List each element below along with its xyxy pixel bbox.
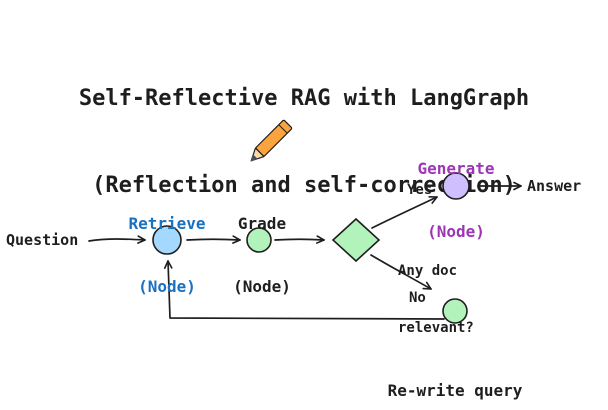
grade-label-line-2: (Node): [233, 277, 291, 296]
question-label: Question: [6, 231, 79, 249]
rewrite-label-line-1: Re-write query: [387, 381, 523, 400]
pencil-end-line: [278, 124, 288, 134]
pencil-body: [255, 119, 293, 157]
decision-label-line-2: relevant?: [398, 320, 474, 336]
answer-label: Answer: [527, 177, 582, 195]
retrieve-node-label: Retrieve (Node): [87, 171, 247, 339]
arrow-decision-to-rewrite: [370, 254, 432, 290]
arrow-question-to-retrieve: [88, 235, 146, 244]
decision-label: Any doc relevant?: [398, 224, 474, 376]
decision-label-line-1: Any doc: [398, 263, 458, 279]
grade-node-circle: [246, 227, 272, 253]
diagram-title: Self-Reflective RAG with LangGraph (Refl…: [0, 26, 608, 258]
arrow-grade-to-decision: [274, 235, 325, 244]
pencil-icon: [250, 119, 293, 162]
yes-edge-label: Yes: [407, 182, 433, 198]
generate-node-circle: [442, 172, 470, 200]
generate-node-label: Generate (Node): [376, 116, 536, 284]
title-line-1: Self-Reflective RAG with LangGraph: [78, 86, 530, 111]
rewrite-node-label: Re-write query (Node): [355, 338, 555, 410]
title-line-2: (Reflection and self-correction): [92, 173, 516, 198]
rewrite-node-circle: [442, 298, 468, 324]
generate-label-line-2: (Node): [427, 222, 485, 241]
retrieve-label-line-2: (Node): [138, 277, 196, 296]
grade-node-label: Grade (Node): [182, 171, 342, 339]
generate-label-line-1: Generate: [417, 159, 495, 178]
decision-diamond: [331, 217, 381, 263]
no-edge-label: No: [409, 290, 426, 306]
arrow-rewrite-to-retrieve: [163, 260, 445, 320]
pencil-lead: [250, 154, 258, 162]
arrow-decision-to-generate: [371, 196, 438, 229]
retrieve-node-circle: [152, 225, 182, 255]
grade-label-line-1: Grade: [237, 214, 287, 233]
retrieve-label-line-1: Retrieve: [128, 214, 206, 233]
arrow-retrieve-to-grade: [186, 235, 241, 244]
